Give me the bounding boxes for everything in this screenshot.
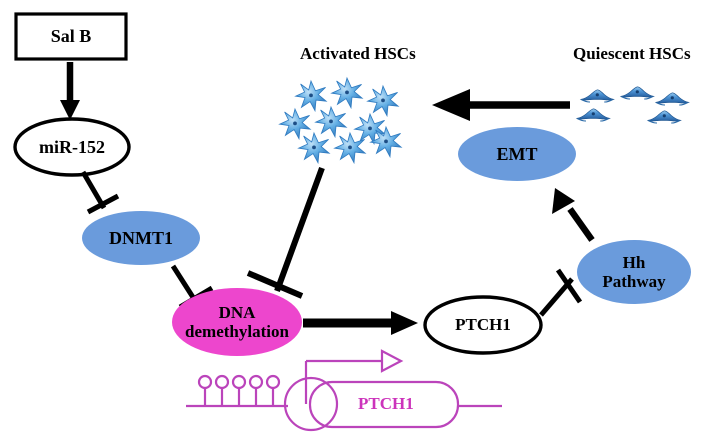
gene-promoter-circle xyxy=(283,376,339,432)
activated-hsc-cell-cluster xyxy=(279,77,402,164)
edge-quiescent-to-activated-hscs xyxy=(432,89,570,121)
sal-b-box xyxy=(14,12,128,61)
methylation-marks xyxy=(197,374,281,406)
quiescent-hsc-cell-cluster xyxy=(576,86,690,124)
edge-ptch1-inhibits-hh-pathway xyxy=(539,268,583,317)
hh-pathway-ellipse xyxy=(577,240,691,304)
edge-sal-b-to-mir152 xyxy=(60,62,80,120)
activated-hscs-caption: Activated HSCs xyxy=(300,44,416,63)
gene-body-box xyxy=(308,380,460,429)
methylation-mark xyxy=(248,374,264,406)
dna-demethylation-ellipse xyxy=(172,288,302,356)
mir152-ellipse xyxy=(13,117,131,177)
emt-ellipse xyxy=(458,127,576,181)
ptch1-gene-label: PTCH1 xyxy=(358,394,414,413)
quiescent-hscs-caption: Quiescent HSCs xyxy=(573,44,691,63)
methylation-mark xyxy=(214,374,230,406)
ptch1-gene-diagram xyxy=(186,349,502,432)
dnmt1-ellipse xyxy=(82,211,200,265)
edge-dna-demethylation-to-ptch1 xyxy=(303,311,418,335)
methylation-mark xyxy=(265,374,281,406)
edge-hh-pathway-to-emt xyxy=(552,188,595,242)
edge-activated-hscs-inhibits-dna-demethylation xyxy=(246,166,325,299)
transcription-start-arrow xyxy=(304,349,404,404)
methylation-mark xyxy=(197,374,213,406)
methylation-mark xyxy=(231,374,247,406)
edge-mir152-inhibits-dnmt1 xyxy=(80,170,120,215)
ptch1-ellipse xyxy=(423,295,543,355)
